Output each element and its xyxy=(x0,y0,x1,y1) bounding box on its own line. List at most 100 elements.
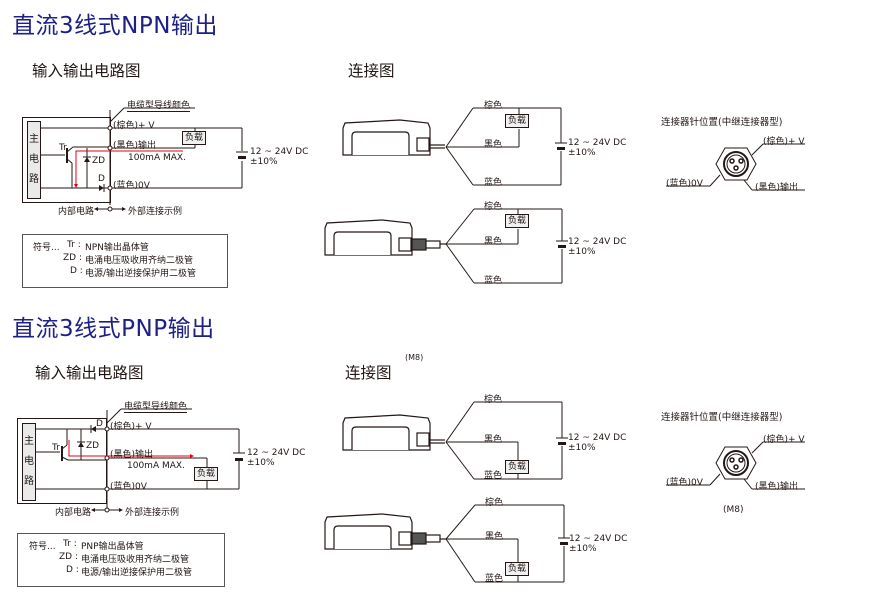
pnp-legend-sym: D : xyxy=(66,565,79,575)
pnp-legend-sym: ZD : xyxy=(59,552,78,562)
pnp-circuit-heading: 输入输出电路图 xyxy=(35,364,144,382)
pnp-external-label: 外部连接示例 xyxy=(125,508,180,518)
npn-zd-label: ZD xyxy=(92,156,106,166)
pnp-conn2-brown: 棕色 xyxy=(485,498,504,508)
pnp-conn2-supply-tolerance: ±10% xyxy=(569,544,597,554)
pnp-d-label: D xyxy=(96,419,103,429)
npn-diode-icon xyxy=(99,185,104,191)
pnp-battery-icon xyxy=(235,458,243,461)
npn-internal-label: 内部电路 xyxy=(58,207,95,217)
npn-wire-blue: (蓝色)0V xyxy=(113,181,150,191)
npn-conn1-supply-voltage: 12 ~ 24V DC xyxy=(568,138,627,148)
pnp-cable-color-label: 电缆型导线颜色 xyxy=(124,399,188,413)
pnp-current-path xyxy=(68,440,192,457)
pnp-conn1-load: 负载 xyxy=(505,460,530,474)
npn-current-rating: 100mA MAX. xyxy=(128,153,186,163)
pnp-sensor-connector-type-icon xyxy=(324,513,446,550)
pnp-symbol-legend: 符号... Tr : PNP输出晶体管 ZD : 电涌电压吸收用齐纳二极管 D … xyxy=(17,533,225,587)
npn-conn2-supply-tolerance: ±10% xyxy=(568,247,596,257)
pnp-legend-sym: Tr : xyxy=(63,539,77,549)
pnp-connector-brown: (棕色)+ V xyxy=(763,435,805,445)
pnp-zd-label: ZD xyxy=(86,441,100,451)
npn-load-box: 负载 xyxy=(182,131,207,145)
pnp-load-box: 负载 xyxy=(194,467,219,481)
npn-battery-icon xyxy=(238,156,246,159)
pnp-connection-heading: 连接图 xyxy=(345,364,392,382)
pnp-sensor-cable-type-icon xyxy=(342,414,445,451)
pnp-connector-heading: 连接器针位置(中继连接器型) xyxy=(661,412,783,423)
pnp-legend-desc: 电源/输出逆接保护用二极管 xyxy=(81,568,193,578)
npn-legend-sym: Tr : xyxy=(67,240,81,250)
pnp-conn2-black: 黑色 xyxy=(485,532,504,542)
npn-current-path xyxy=(75,150,183,185)
npn-wire-brown: (棕色)+ V xyxy=(113,121,155,131)
pnp-connector-black: (黑色)输出 xyxy=(755,482,799,492)
npn-conn1-load: 负载 xyxy=(505,114,530,128)
npn-conn1-blue: 蓝色 xyxy=(484,178,503,188)
pnp-conn1-black: 黑色 xyxy=(484,435,503,445)
pnp-connector-hex-icon xyxy=(715,446,757,480)
pnp-legend-prefix: 符号... xyxy=(29,542,56,552)
pnp-section-title: 直流3线式PNP输出 xyxy=(12,316,215,342)
pnp-conn2-load: 负载 xyxy=(505,562,530,576)
pnp-wire-brown: (棕色)+ V xyxy=(110,422,152,432)
pnp-supply-tolerance: ±10% xyxy=(247,458,275,468)
npn-conn2-load: 负载 xyxy=(505,214,530,228)
npn-conn1-supply-tolerance: ±10% xyxy=(568,148,596,158)
pnp-wire-blue: (蓝色)0V xyxy=(110,482,147,492)
npn-conn2-supply-voltage: 12 ~ 24V DC xyxy=(568,237,627,247)
npn-d-label: D xyxy=(98,174,105,184)
npn-supply-voltage: 12 ~ 24V DC xyxy=(250,147,309,157)
npn-circuit-heading: 输入输出电路图 xyxy=(32,62,141,80)
pnp-main-circuit-block: 主 电 路 xyxy=(22,423,36,501)
npn-sensor-cable-type-icon xyxy=(342,119,445,156)
npn-connector-heading: 连接器针位置(中继连接器型) xyxy=(661,117,783,128)
pnp-conn2-blue: 蓝色 xyxy=(485,574,504,584)
pnp-current-rating: 100mA MAX. xyxy=(127,461,185,471)
npn-legend-prefix: 符号... xyxy=(33,243,60,253)
npn-wire-black: (黑色)输出 xyxy=(113,141,157,151)
npn-connector-black: (黑色)输出 xyxy=(755,183,799,193)
npn-legend-desc: NPN输出晶体管 xyxy=(85,243,149,253)
npn-connection-heading: 连接图 xyxy=(348,62,395,80)
npn-connector-blue: (蓝色)0V xyxy=(666,179,703,189)
pnp-conn1-blue: 蓝色 xyxy=(484,471,503,481)
npn-conn2-brown: 棕色 xyxy=(484,202,503,212)
npn-legend-desc: 电涌电压吸收用齐纳二极管 xyxy=(85,256,194,266)
pnp-conn1-brown: 棕色 xyxy=(484,395,503,405)
npn-connector-hex-icon xyxy=(715,147,757,181)
npn-conn1-brown: 棕色 xyxy=(484,101,503,111)
npn-section-title: 直流3线式NPN输出 xyxy=(12,13,218,39)
npn-legend-sym: ZD : xyxy=(63,253,82,263)
pnp-connector-blue: (蓝色)0V xyxy=(666,478,703,488)
npn-sensor-connector-type-icon xyxy=(324,219,446,256)
pnp-conn1-supply-voltage: 12 ~ 24V DC xyxy=(568,433,627,443)
npn-tr-label: Tr xyxy=(59,143,67,153)
npn-zener-icon xyxy=(84,157,90,162)
npn-external-label: 外部连接示例 xyxy=(128,207,183,217)
pnp-supply-voltage: 12 ~ 24V DC xyxy=(247,448,306,458)
pnp-legend-desc: PNP输出晶体管 xyxy=(81,542,144,552)
pnp-conn1-supply-tolerance: ±10% xyxy=(568,443,596,453)
npn-legend-sym: D : xyxy=(70,266,83,276)
npn-conn2-black: 黑色 xyxy=(484,237,503,247)
pnp-diode-icon xyxy=(91,426,96,432)
npn-cable-color-label: 电缆型导线颜色 xyxy=(127,98,191,112)
npn-supply-tolerance: ±10% xyxy=(250,157,278,167)
pnp-internal-label: 内部电路 xyxy=(55,508,92,518)
pnp-wire-black: (黑色)输出 xyxy=(110,450,154,460)
pnp-legend-desc: 电涌电压吸收用齐纳二极管 xyxy=(81,555,190,565)
npn-conn2-blue: 蓝色 xyxy=(484,276,503,286)
npn-conn1-black: 黑色 xyxy=(484,140,503,150)
pnp-tr-label: Tr xyxy=(52,443,60,453)
pnp-conn2-supply-voltage: 12 ~ 24V DC xyxy=(569,534,628,544)
npn-legend-desc: 电源/输出逆接保护用二极管 xyxy=(85,269,197,279)
npn-connector-brown: (棕色)+ V xyxy=(763,137,805,147)
pnp-connection-note: (M8) xyxy=(405,353,424,362)
